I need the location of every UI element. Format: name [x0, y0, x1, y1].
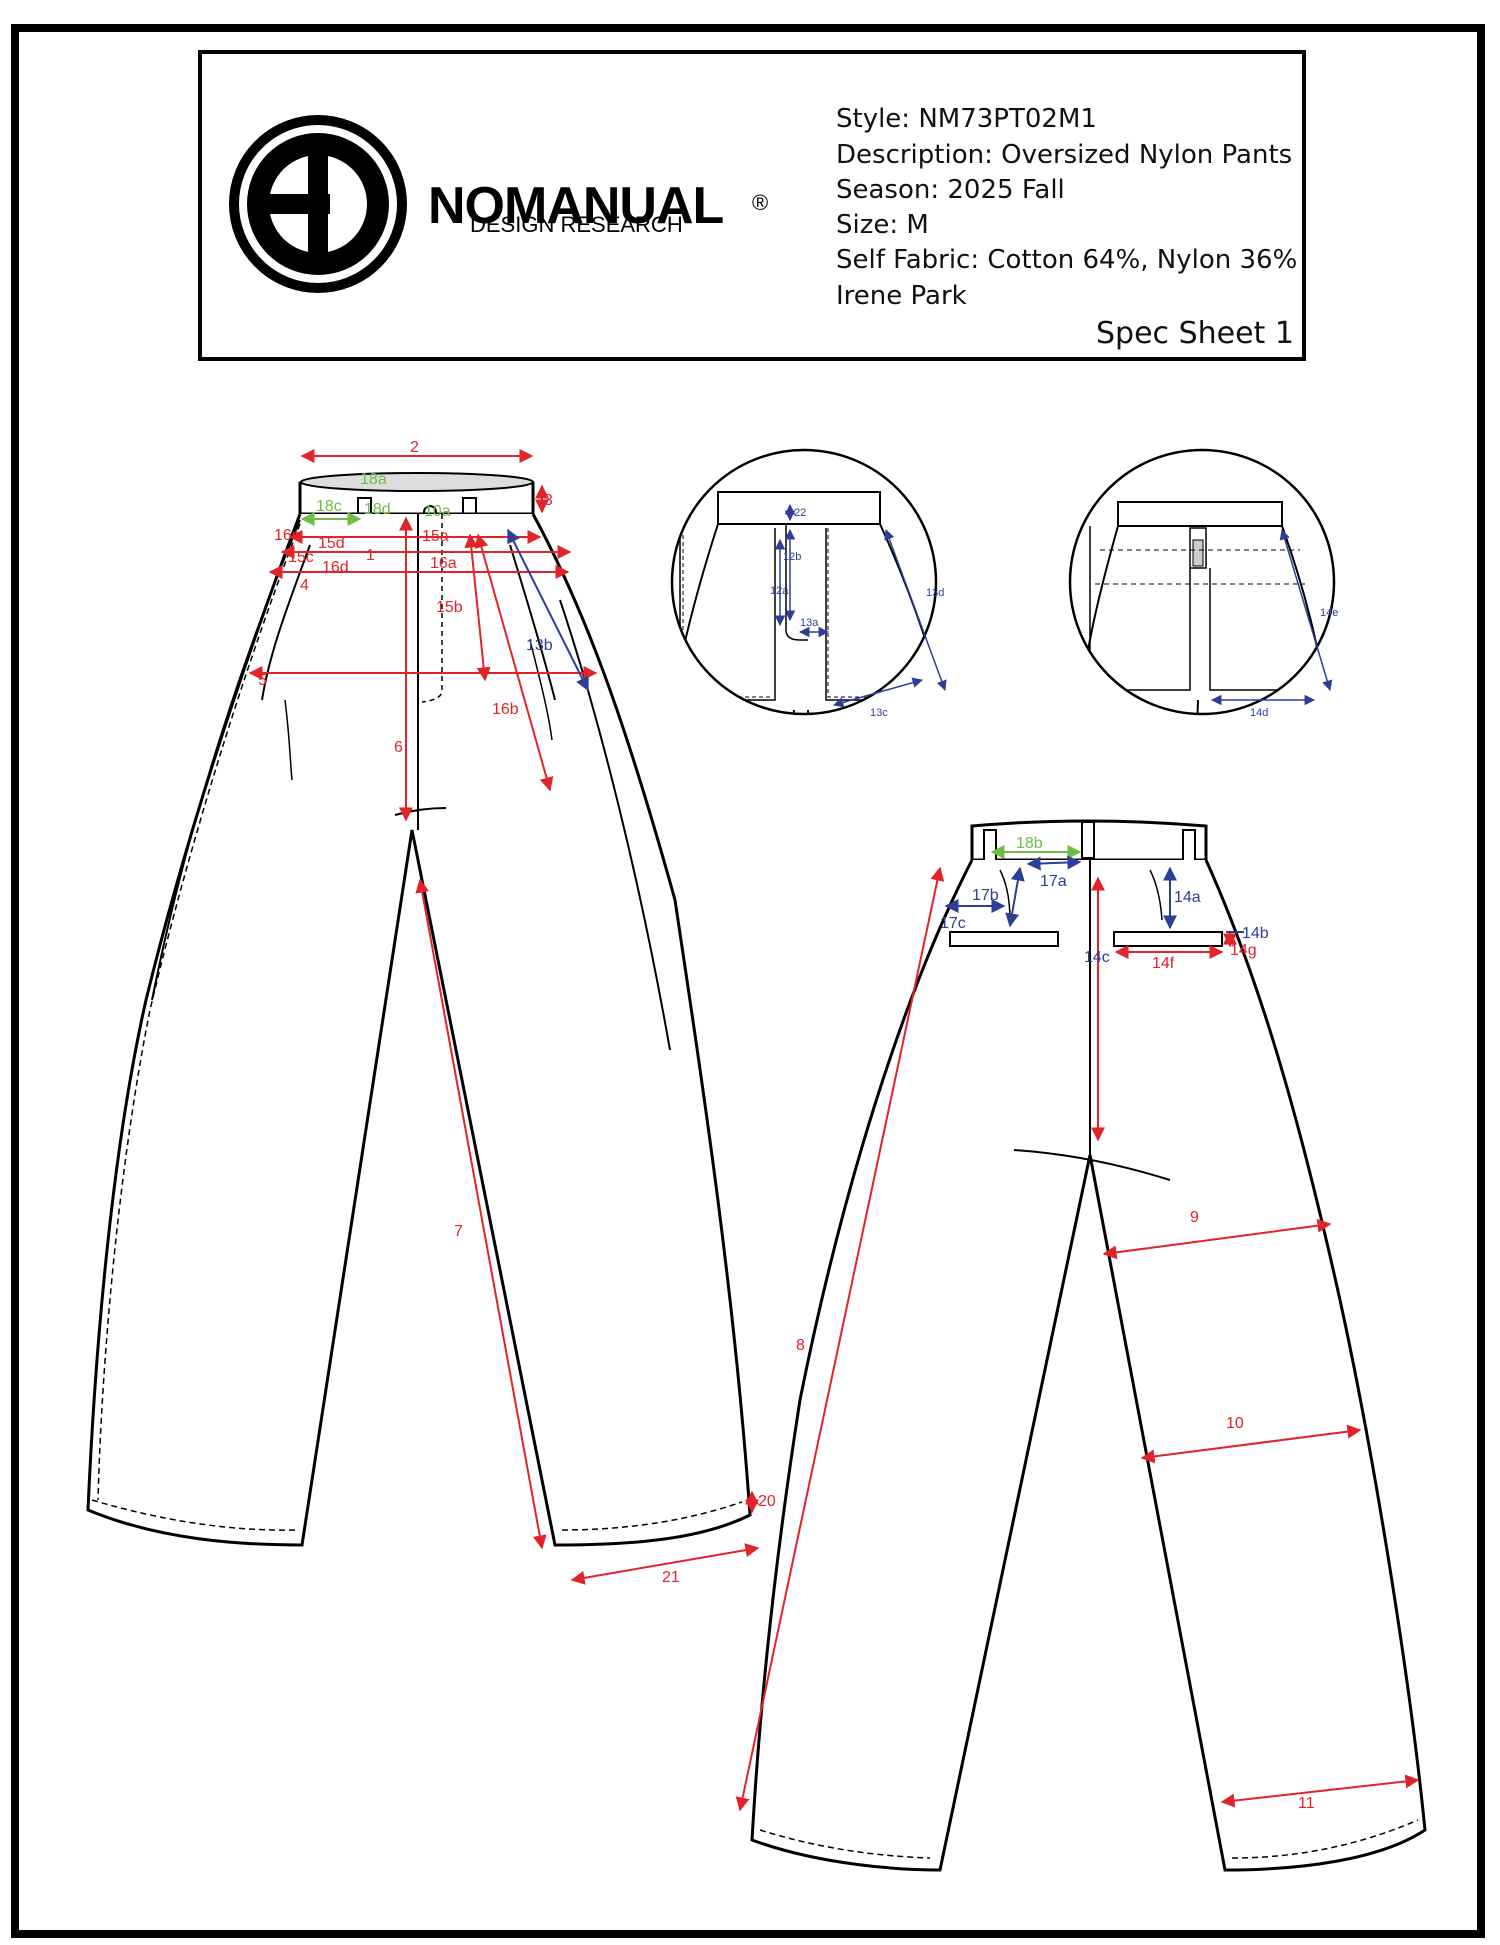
description-line: Description: Oversized Nylon Pants	[836, 140, 1293, 170]
back-label: 10	[1226, 1415, 1244, 1432]
detail-a-label: 13a	[800, 617, 819, 629]
front-label: 7	[454, 1223, 463, 1240]
size-line: Size: M	[836, 210, 929, 240]
brand-subtitle: DESIGN RESEARCH	[470, 212, 683, 237]
back-label: 14f	[1152, 955, 1175, 972]
season-line: Season: 2025 Fall	[836, 175, 1065, 205]
header-box	[198, 50, 1306, 361]
back-label: 8	[796, 1337, 805, 1354]
front-label: 21	[662, 1569, 680, 1586]
front-label: 15d	[318, 535, 345, 552]
sheet-title: Spec Sheet 1	[1096, 316, 1294, 351]
back-measure-lines	[735, 845, 1420, 1812]
front-label: 15b	[436, 599, 463, 616]
back-label: 14g	[1230, 942, 1257, 959]
front-label: 3	[544, 492, 553, 509]
back-label: 9	[1190, 1209, 1199, 1226]
front-label: 1	[366, 547, 375, 564]
back-label: 14a	[1174, 889, 1201, 906]
front-label: 15c	[288, 549, 314, 566]
detail-a-label: 13d	[926, 587, 944, 599]
front-label: 16d	[322, 559, 349, 576]
front-label: 4	[300, 577, 309, 594]
front-label: 5	[258, 672, 267, 689]
front-label: 13b	[526, 637, 553, 654]
front-label: 10a	[424, 503, 451, 520]
back-label: 14b	[1242, 925, 1269, 942]
front-label: 2	[410, 439, 419, 456]
detail-a-label: 13c	[870, 707, 888, 719]
front-label: 18a	[360, 471, 387, 488]
front-label: 16c	[274, 527, 300, 544]
brand-registered-mark: ®	[752, 190, 769, 215]
back-label: 17b	[972, 887, 999, 904]
front-label: 15a	[422, 528, 449, 545]
back-label: 14c	[1084, 949, 1110, 966]
back-pants-view	[750, 819, 1427, 1872]
back-label: 17c	[940, 915, 966, 932]
designer-line: Irene Park	[836, 281, 967, 311]
detail-a-label: 12b	[783, 551, 801, 563]
detail-b-label: 14d	[1250, 707, 1268, 719]
fabric-line: Self Fabric: Cotton 64%, Nylon 36%	[836, 245, 1298, 275]
brand-name: NOMANUAL	[428, 177, 724, 235]
front-label: 20	[758, 1493, 776, 1510]
front-label: 18d	[364, 501, 391, 518]
front-pants-view	[86, 472, 752, 1547]
back-pocket-detail: 14d 14e	[1068, 448, 1338, 719]
front-label: 18c	[316, 498, 342, 515]
detail-b-label: 14e	[1320, 607, 1338, 619]
back-label: 11	[1298, 1795, 1315, 1812]
brand-logo-icon	[229, 115, 407, 293]
back-label: 18b	[1016, 835, 1043, 852]
front-pocket-detail: 22 12b 12a 13a 13c 13d	[670, 448, 947, 719]
front-label: 16b	[492, 701, 519, 718]
back-label: 17a	[1040, 873, 1067, 890]
style-line: Style: NM73PT02M1	[836, 104, 1097, 134]
front-label: 16a	[430, 555, 457, 572]
page-border	[11, 24, 1485, 1938]
front-label: 6	[394, 739, 403, 756]
detail-a-label: 22	[794, 507, 806, 519]
detail-a-label: 12a	[770, 585, 789, 597]
